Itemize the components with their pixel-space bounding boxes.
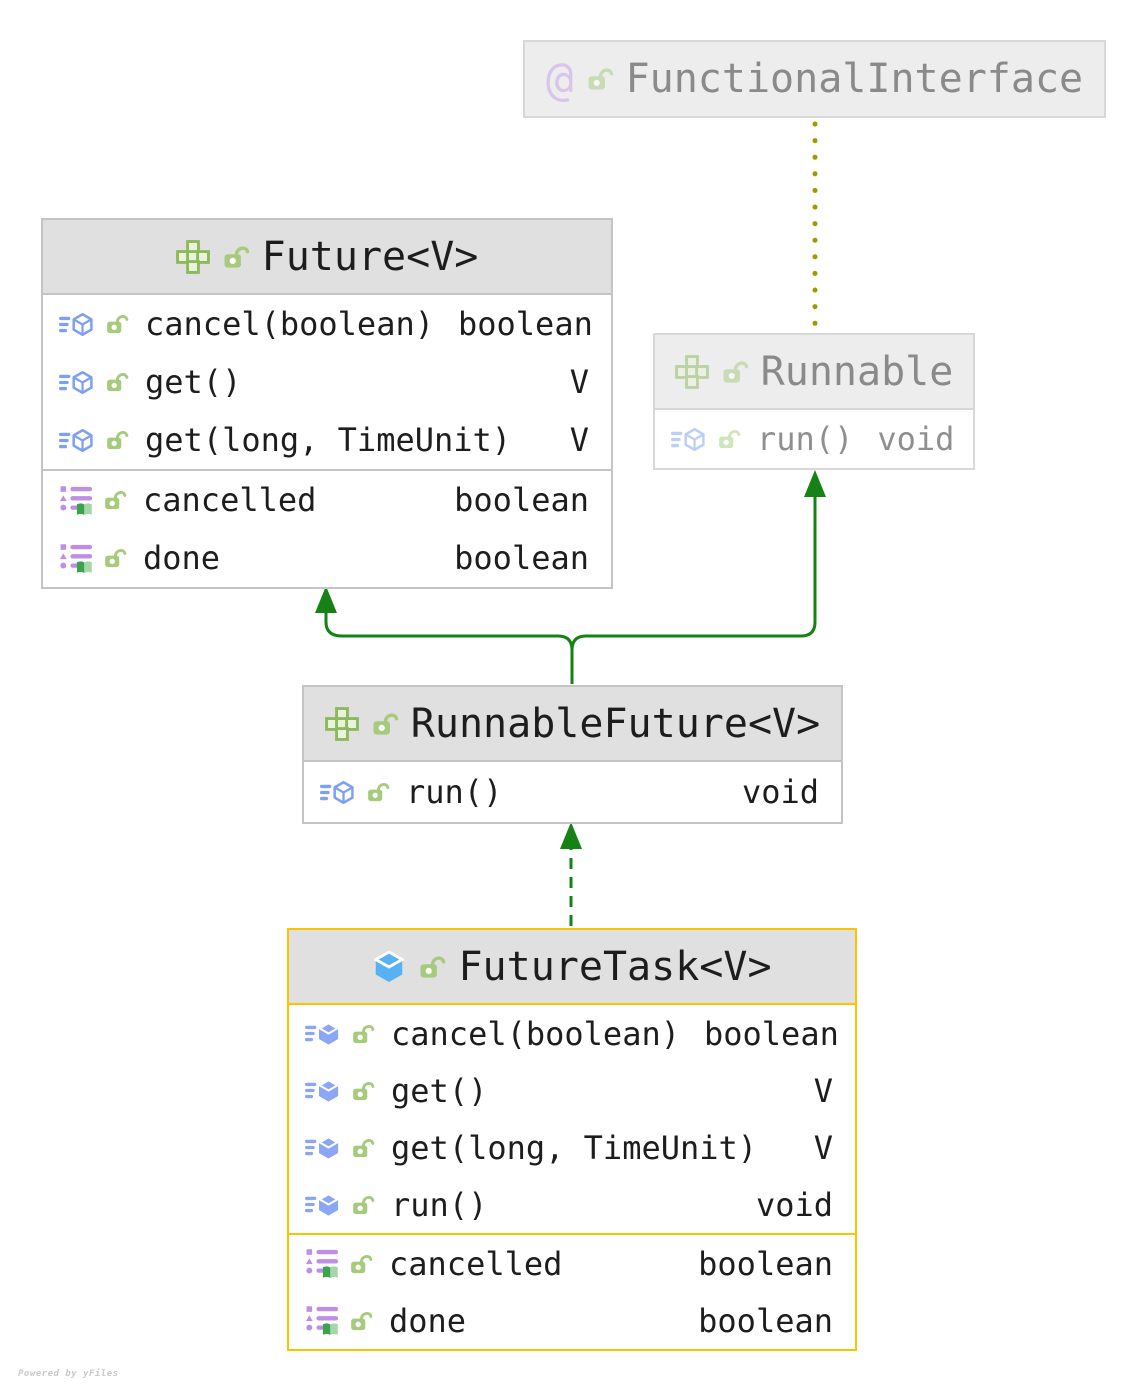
class-node-functionalinterface[interactable]: @ FunctionalInterface: [523, 40, 1106, 118]
yfiles-watermark: Powered by yFiles: [18, 1369, 119, 1379]
public-unlock-icon: [103, 546, 127, 570]
member-name: cancelled: [143, 481, 317, 519]
public-unlock-icon: [349, 1252, 373, 1276]
method-row[interactable]: run() void: [289, 1176, 855, 1233]
member-type: boolean: [698, 1244, 833, 1283]
section-separator: [43, 469, 611, 471]
member-type: V: [813, 1128, 833, 1167]
interface-icon: [325, 707, 359, 741]
public-unlock-icon: [418, 953, 446, 981]
member-type: V: [569, 421, 589, 459]
public-unlock-icon: [351, 1022, 375, 1046]
member-type: V: [813, 1071, 833, 1110]
member-name: get(long, TimeUnit): [391, 1128, 758, 1167]
method-row[interactable]: get(long, TimeUnit) V: [43, 411, 611, 469]
method-row[interactable]: get() V: [289, 1062, 855, 1119]
method-icon: [305, 1135, 341, 1160]
property-row[interactable]: cancelled boolean: [43, 471, 611, 529]
public-unlock-icon: [105, 370, 129, 394]
property-icon: [59, 485, 93, 516]
member-name: get(long, TimeUnit): [145, 421, 512, 459]
member-type: boolean: [703, 1014, 839, 1053]
public-unlock-icon: [349, 1309, 373, 1333]
public-unlock-icon: [366, 780, 390, 804]
class-node-runnable[interactable]: Runnable run() void: [653, 333, 975, 470]
arrowhead-implements-runnablefuture: [560, 822, 582, 849]
abstract-method-icon: [671, 427, 707, 452]
property-icon: [305, 1248, 339, 1279]
class-node-future[interactable]: Future<V> cancel(boolean) boolean get() …: [41, 218, 613, 589]
member-type: V: [569, 363, 589, 401]
member-type: boolean: [698, 1301, 833, 1340]
member-type: void: [877, 420, 955, 458]
member-type: boolean: [454, 539, 589, 577]
member-name: run(): [757, 420, 854, 458]
abstract-method-icon: [320, 780, 356, 805]
method-icon: [305, 1078, 341, 1103]
member-type: void: [755, 1185, 833, 1224]
method-row[interactable]: cancel(boolean) boolean: [289, 1005, 855, 1062]
property-row[interactable]: done boolean: [289, 1292, 855, 1349]
node-title: RunnableFuture<V>: [410, 700, 821, 747]
public-unlock-icon: [351, 1079, 375, 1103]
method-icon: [305, 1021, 341, 1046]
member-name: get(): [145, 363, 242, 401]
node-title: Future<V>: [261, 233, 479, 280]
interface-icon: [176, 240, 210, 274]
public-unlock-icon: [351, 1193, 375, 1217]
method-row[interactable]: cancel(boolean) boolean: [43, 295, 611, 353]
public-unlock-icon: [371, 710, 399, 738]
abstract-method-icon: [59, 428, 95, 453]
property-icon: [305, 1305, 339, 1336]
arrowhead-extends-future: [315, 586, 337, 613]
member-type: void: [741, 773, 819, 811]
property-row[interactable]: done boolean: [43, 529, 611, 587]
public-unlock-icon: [105, 312, 129, 336]
public-unlock-icon: [222, 243, 250, 271]
member-name: run(): [391, 1185, 488, 1224]
property-icon: [59, 543, 93, 574]
member-name: cancel(boolean): [145, 305, 434, 343]
node-title: Runnable: [760, 348, 954, 395]
section-separator: [289, 1233, 855, 1235]
public-unlock-icon: [351, 1136, 375, 1160]
method-row[interactable]: run() void: [655, 410, 973, 468]
member-name: cancelled: [389, 1244, 563, 1283]
public-unlock-icon: [105, 428, 129, 452]
class-node-futuretask[interactable]: FutureTask<V> cancel(boolean) boolean ge…: [287, 928, 857, 1351]
class-node-runnablefuture[interactable]: RunnableFuture<V> run() void: [302, 685, 843, 824]
method-icon: [305, 1192, 341, 1217]
member-type: boolean: [454, 481, 589, 519]
member-name: done: [143, 539, 221, 577]
member-name: done: [389, 1301, 467, 1340]
node-title: FunctionalInterface: [625, 56, 1084, 102]
method-row[interactable]: get() V: [43, 353, 611, 411]
arrowhead-extends-runnable: [804, 470, 826, 497]
edge-runnablefuture-extends-future[interactable]: [324, 600, 574, 684]
member-type: boolean: [457, 305, 593, 343]
method-row[interactable]: get(long, TimeUnit) V: [289, 1119, 855, 1176]
member-name: run(): [406, 773, 503, 811]
node-title: FutureTask<V>: [458, 943, 772, 990]
method-row[interactable]: run() void: [304, 762, 841, 822]
public-unlock-icon: [103, 488, 127, 512]
abstract-method-icon: [59, 312, 95, 337]
property-row[interactable]: cancelled boolean: [289, 1235, 855, 1292]
annotation-icon: @: [545, 52, 574, 106]
interface-icon: [675, 355, 709, 389]
member-name: get(): [391, 1071, 488, 1110]
abstract-method-icon: [59, 370, 95, 395]
public-unlock-icon: [721, 358, 749, 386]
public-unlock-icon: [586, 65, 614, 93]
class-icon: [372, 950, 406, 984]
public-unlock-icon: [717, 427, 741, 451]
member-name: cancel(boolean): [391, 1014, 680, 1053]
